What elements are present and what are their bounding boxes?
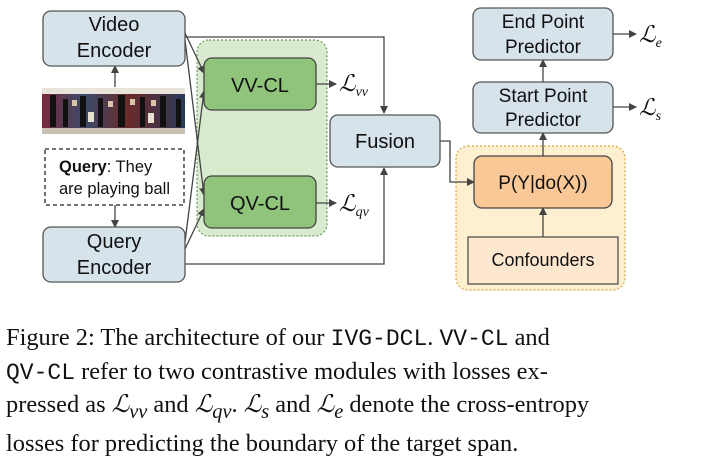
caption-text: and	[269, 391, 317, 418]
caption-loss-sub: vv	[129, 400, 148, 423]
loss-s-label: ℒs	[639, 95, 662, 124]
loss-vv-sub: vv	[356, 85, 369, 100]
caption-text: and	[147, 391, 195, 418]
end-predictor-label-2: Predictor	[505, 37, 582, 58]
vv-cl-label: VV-CL	[231, 75, 289, 97]
loss-e-label: ℒe	[639, 22, 662, 51]
loss-qv-label: ℒqv	[339, 191, 370, 220]
video-encoder-node: Video Encoder	[42, 10, 186, 67]
figure-caption: Figure 2: The architecture of our IVG-DC…	[6, 322, 708, 461]
caption-loss-symbol: ℒ	[194, 391, 213, 418]
start-point-predictor-node: Start Point Predictor	[472, 81, 614, 134]
caption-line-3: pressed as ℒvv and ℒqv. ℒs and ℒe denote…	[6, 389, 708, 428]
fusion-node: Fusion	[329, 114, 441, 168]
query-text-box: Query: They are playing ball	[44, 148, 185, 206]
fusion-label: Fusion	[355, 131, 415, 153]
confounders-node: Confounders	[467, 236, 619, 285]
loss-s-sub: s	[656, 109, 662, 124]
query-text-2: are playing ball	[59, 180, 170, 198]
caption-text: pressed as	[6, 391, 112, 418]
caption-text: .	[231, 391, 244, 418]
caption-module-name: VV-CL	[439, 326, 509, 352]
loss-s-symbol: ℒ	[639, 95, 656, 121]
qv-cl-label: QV-CL	[230, 193, 290, 215]
query-encoder-label-2: Encoder	[77, 257, 152, 279]
caption-module-name: QV-CL	[6, 359, 76, 386]
caption-text: refer to two contrastive modules with lo…	[75, 357, 548, 385]
caption-text: denote the cross-entropy	[343, 391, 590, 418]
query-text-1: : They	[107, 158, 153, 176]
vv-cl-node: VV-CL	[203, 57, 317, 111]
caption-loss-symbol: ℒ	[111, 391, 130, 418]
loss-vv-label: ℒvv	[339, 71, 369, 100]
start-predictor-label-1: Start Point	[499, 86, 588, 107]
caption-line-2: QV-CL refer to two contrastive modules w…	[6, 356, 708, 390]
end-point-predictor-node: End Point Predictor	[472, 7, 614, 61]
causal-intervention-node: P(Y|do(X))	[473, 155, 613, 209]
loss-qv-sub: qv	[356, 205, 370, 220]
qv-cl-node: QV-CL	[203, 175, 317, 229]
caption-loss-sub: qv	[212, 400, 232, 423]
caption-text: and	[508, 324, 550, 351]
video-frames-image	[42, 88, 185, 134]
caption-loss-sub: e	[334, 400, 344, 423]
caption-line-4: losses for predicting the boundary of th…	[6, 430, 519, 458]
query-label: Query	[59, 158, 108, 176]
confounders-label: Confounders	[491, 250, 594, 270]
loss-vv-symbol: ℒ	[339, 71, 356, 97]
architecture-diagram: Video Encoder Que	[42, 7, 662, 291]
caption-text: .	[427, 324, 440, 351]
caption-model-name: IVG-DCL	[330, 326, 428, 352]
query-encoder-node: Query Encoder	[42, 226, 186, 283]
caption-text: Figure 2: The architecture of our	[6, 324, 331, 351]
caption-line-1: Figure 2: The architecture of our IVG-DC…	[6, 322, 708, 356]
loss-e-sub: e	[656, 36, 662, 51]
loss-e-symbol: ℒ	[639, 22, 656, 48]
query-encoder-label-1: Query	[87, 231, 141, 253]
caption-loss-symbol: ℒ	[316, 391, 335, 418]
svg-text:Query: They: Query: They	[59, 158, 153, 176]
start-predictor-label-2: Predictor	[505, 110, 582, 131]
video-encoder-label-1: Video	[89, 14, 140, 36]
end-predictor-label-1: End Point	[502, 12, 585, 33]
video-encoder-label-2: Encoder	[77, 40, 152, 62]
loss-qv-symbol: ℒ	[339, 191, 356, 217]
caption-loss-symbol: ℒ	[243, 391, 262, 418]
causal-label: P(Y|do(X))	[498, 173, 587, 194]
connectors	[111, 30, 637, 265]
caption-loss-sub: s	[261, 400, 270, 423]
